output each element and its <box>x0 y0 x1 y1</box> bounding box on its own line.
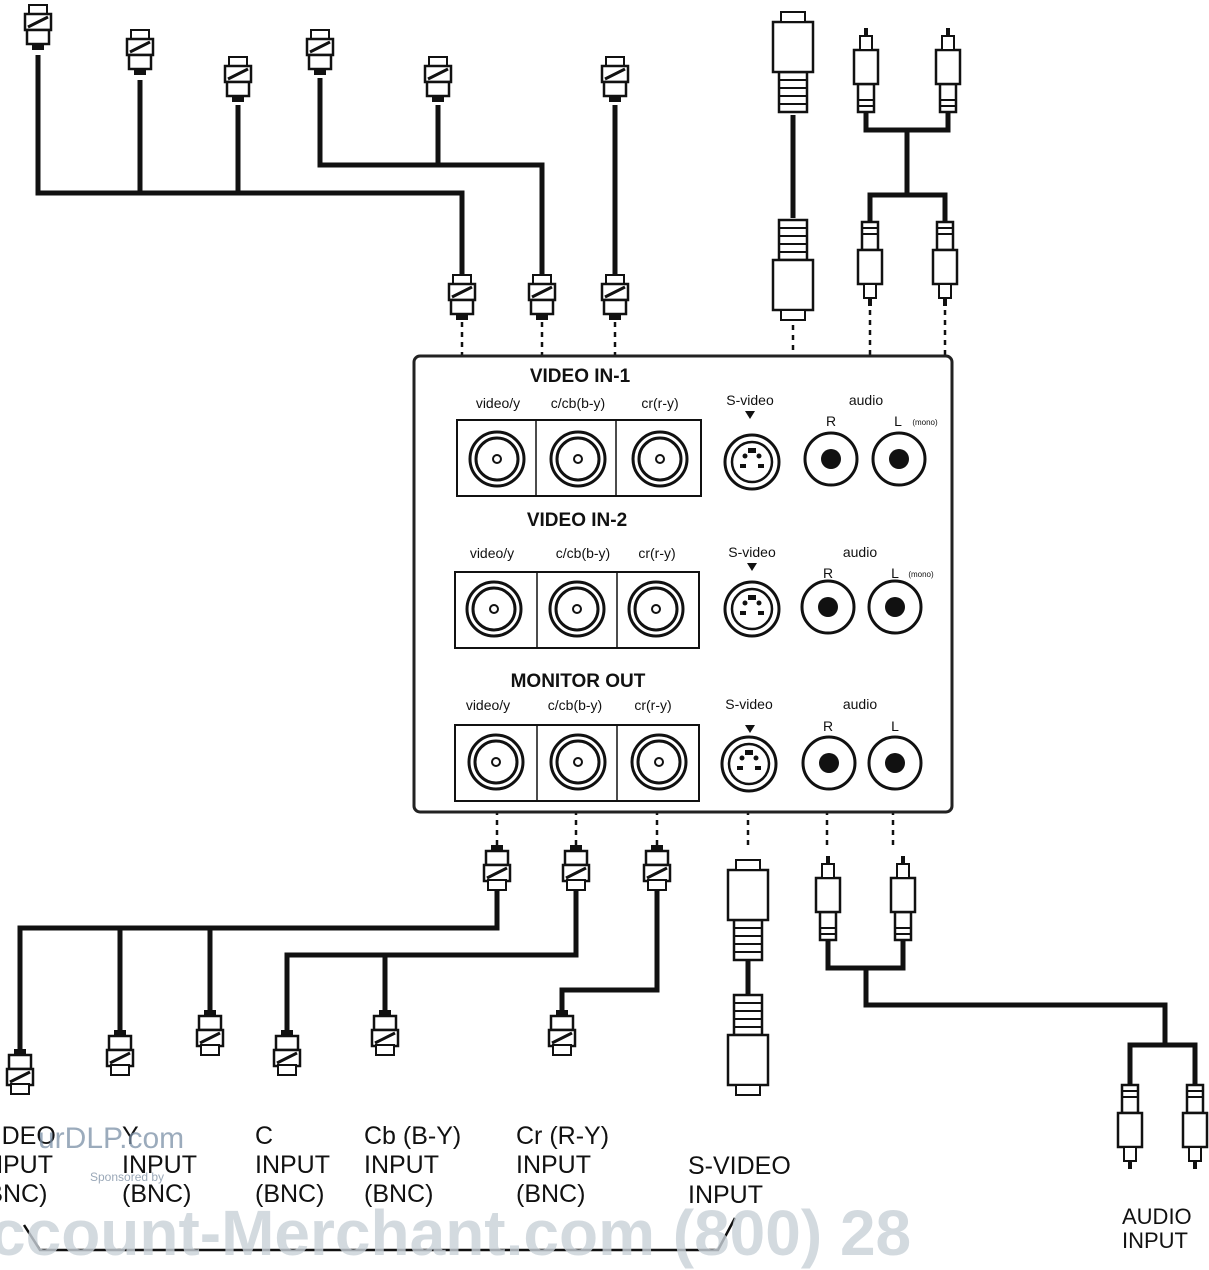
jack-label: R <box>826 413 836 429</box>
bnc-plug-icon <box>195 1008 225 1057</box>
jack-label: cr(r-y) <box>634 697 671 713</box>
bnc-plug-icon <box>527 273 557 322</box>
bnc-jack-icon <box>627 580 685 638</box>
jack-label: S-video <box>728 544 776 560</box>
bnc-plug-icon <box>447 273 477 322</box>
jack-label: cr(r-y) <box>641 395 678 411</box>
bnc-jack-icon <box>549 733 607 791</box>
jack-label: S-video <box>726 392 774 408</box>
bnc-plug-icon <box>23 3 53 52</box>
jack-label: c/cb(b-y) <box>556 545 610 561</box>
svideo-plug-icon <box>726 858 770 962</box>
rca-plug-icon <box>852 26 880 114</box>
rca-plug-icon <box>1116 1083 1144 1171</box>
bnc-plug-icon <box>547 1008 577 1057</box>
svideo-plug-icon <box>771 10 815 114</box>
bnc-jack-icon <box>631 430 689 488</box>
label-cb-input: Cb (B-Y)INPUT(BNC) <box>364 1122 462 1208</box>
watermark-site: urDLP.com <box>38 1122 185 1155</box>
svideo-marker-icon <box>745 725 755 733</box>
bnc-plug-icon <box>482 843 512 892</box>
bnc-plug-icon <box>305 28 335 77</box>
svideo-plug-icon <box>726 993 770 1097</box>
jack-label: R <box>823 565 833 581</box>
bnc-plug-icon <box>5 1047 35 1096</box>
bnc-jack-icon <box>468 430 526 488</box>
svideo-jack-icon <box>723 580 781 638</box>
rca-plug-icon <box>934 26 962 114</box>
svideo-marker-icon <box>745 411 755 419</box>
svideo-jack-icon <box>723 433 781 491</box>
bnc-plug-icon <box>642 843 672 892</box>
svideo-marker-icon <box>747 563 757 571</box>
jack-label: video/y <box>466 697 510 713</box>
bnc-jack-icon <box>467 733 525 791</box>
jack-label: L <box>894 413 902 429</box>
jack-label: L <box>891 718 899 734</box>
jack-label: (mono) <box>908 570 934 579</box>
jack-label: cr(r-y) <box>638 545 675 561</box>
bracket <box>22 1217 737 1252</box>
audio-jack-icon <box>871 431 927 487</box>
bnc-plug-icon <box>125 28 155 77</box>
bnc-jack-icon <box>549 430 607 488</box>
jack-label: audio <box>849 392 883 408</box>
bnc-plug-icon <box>272 1028 302 1077</box>
jack-label: L <box>891 565 899 581</box>
jack-label: (mono) <box>912 418 938 427</box>
bnc-plug-icon <box>423 55 453 104</box>
watermark-sponsor: Sponsored by <box>90 1170 165 1184</box>
bnc-jack-icon <box>630 733 688 791</box>
jack-label: video/y <box>470 545 514 561</box>
jack-label: audio <box>843 696 877 712</box>
top-cables <box>35 55 951 275</box>
bnc-jack-icon <box>465 580 523 638</box>
label-cr-input: Cr (R-Y)INPUT(BNC) <box>516 1122 610 1208</box>
bnc-plug-icon <box>370 1008 400 1057</box>
rca-plug-icon <box>856 220 884 308</box>
audio-jack-icon <box>800 579 856 635</box>
bnc-plug-icon <box>223 55 253 104</box>
svideo-jack-icon <box>720 735 778 793</box>
connector-panel: VIDEO IN-1 video/y c/cb(b-y) cr(r-y) S-v… <box>412 354 954 814</box>
jack-label: c/cb(b-y) <box>551 395 605 411</box>
bnc-jack-icon <box>548 580 606 638</box>
watermark-merchant: ccount-Merchant.com (800) 28 <box>0 1197 912 1269</box>
bnc-plug-icon <box>600 55 630 104</box>
jack-label: c/cb(b-y) <box>548 697 602 713</box>
rca-plug-icon <box>1181 1083 1209 1171</box>
section-title: VIDEO IN-2 <box>527 510 627 531</box>
audio-jack-icon <box>867 579 923 635</box>
rca-plug-icon <box>889 854 917 942</box>
jack-label: R <box>823 718 833 734</box>
section-title: VIDEO IN-1 <box>530 366 631 387</box>
rca-plug-icon <box>814 854 842 942</box>
audio-jack-icon <box>803 431 859 487</box>
bnc-plug-icon <box>561 843 591 892</box>
section-title: MONITOR OUT <box>511 671 646 692</box>
jack-label: audio <box>843 544 877 560</box>
bnc-plug-icon <box>105 1028 135 1077</box>
svideo-plug-icon <box>771 218 815 322</box>
jack-label: S-video <box>725 696 773 712</box>
jack-label: video/y <box>476 395 520 411</box>
rca-plug-icon <box>931 220 959 308</box>
bnc-plug-icon <box>600 273 630 322</box>
audio-jack-icon <box>867 735 923 791</box>
audio-jack-icon <box>801 735 857 791</box>
bottom-cables <box>17 888 1198 1085</box>
